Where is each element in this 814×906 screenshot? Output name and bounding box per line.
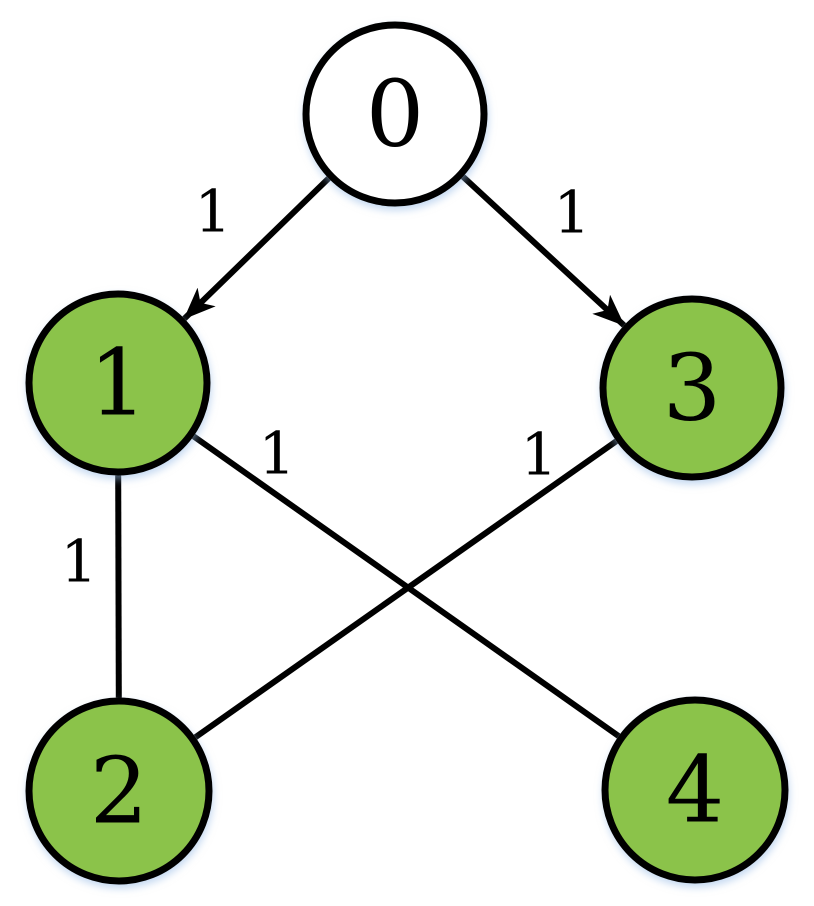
edge-0-1-weight-label: 1 [195, 178, 232, 246]
node-3-circle [599, 295, 785, 481]
edge-1-4-weight-label: 1 [259, 420, 296, 488]
node-2-label: 2 [90, 737, 149, 844]
edge-0-3-weight-label: 1 [554, 179, 591, 247]
edge-3-2-line [193, 438, 619, 740]
node-1-label: 1 [89, 329, 148, 436]
edge-1-2-weight-label: 1 [61, 528, 98, 596]
node-1-circle [25, 290, 211, 476]
edge-0-1-arrow [182, 176, 331, 321]
node-0-circle [302, 21, 488, 207]
node-2-circle [25, 697, 213, 885]
edge-3-2-weight-label: 1 [521, 421, 558, 489]
edge-0-3-arrow [460, 174, 627, 328]
node-4-circle [601, 696, 789, 884]
node-4-label: 4 [666, 736, 725, 843]
node-0-label: 0 [366, 60, 425, 167]
node-3-label: 3 [663, 334, 722, 441]
edge-1-2-line [115, 475, 122, 698]
